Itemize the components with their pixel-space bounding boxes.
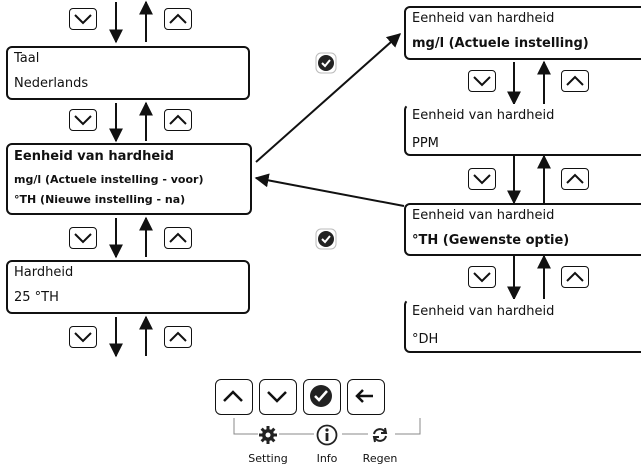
up-button[interactable] — [561, 266, 589, 288]
info-label: Info — [316, 452, 338, 465]
option-value: °TH (Gewenste optie) — [412, 233, 570, 248]
keypad-up-button[interactable] — [215, 379, 253, 415]
taal-title: Taal — [14, 51, 40, 66]
up-button[interactable] — [164, 109, 192, 131]
down-button[interactable] — [69, 227, 97, 249]
check-icon — [315, 228, 337, 250]
chevron-up-icon — [169, 13, 187, 24]
up-arrow-icon — [223, 390, 243, 402]
option-title: Eenheid van hardheid — [412, 208, 555, 223]
return-arrow — [254, 173, 405, 207]
confirm-arrow — [255, 33, 402, 163]
down-button[interactable] — [69, 109, 97, 131]
chevron-down-icon — [473, 272, 491, 283]
down-button[interactable] — [69, 8, 97, 30]
hardheid-value: 25 °TH — [14, 290, 59, 305]
chevron-down-icon — [74, 233, 92, 244]
chevron-up-icon — [169, 114, 187, 125]
down-button[interactable] — [468, 70, 496, 92]
chevron-down-icon — [74, 115, 92, 126]
chevron-up-icon — [566, 75, 584, 86]
regen-icon — [372, 427, 388, 443]
up-button[interactable] — [164, 8, 192, 30]
up-button[interactable] — [164, 326, 192, 348]
chevron-down-icon — [473, 174, 491, 185]
chevron-down-icon — [473, 76, 491, 87]
up-button[interactable] — [164, 227, 192, 249]
keypad-back-button[interactable] — [347, 379, 385, 415]
check-icon — [315, 52, 337, 74]
eenheid-new: °TH (Nieuwe instelling - na) — [14, 193, 186, 206]
info-icon — [316, 424, 338, 446]
regen-label: Regen — [362, 452, 398, 465]
option-mgl-box: Eenheid van hardheid mg/l (Actuele inste… — [404, 6, 641, 60]
chevron-up-icon — [169, 331, 187, 342]
eenheid-title: Eenheid van hardheid — [14, 149, 174, 164]
eenheid-box: Eenheid van hardheid mg/l (Actuele inste… — [6, 143, 252, 215]
up-button[interactable] — [561, 70, 589, 92]
option-title: Eenheid van hardheid — [412, 11, 555, 26]
option-dh-box: Eenheid van hardheid °DH — [404, 299, 641, 353]
option-ppm-box: Eenheid van hardheid PPM — [404, 104, 641, 156]
keypad-check-button[interactable] — [303, 379, 341, 415]
hardheid-title: Hardheid — [14, 265, 74, 280]
chevron-up-icon — [566, 271, 584, 282]
down-button[interactable] — [468, 168, 496, 190]
keypad-down-button[interactable] — [259, 379, 297, 415]
setting-label: Setting — [248, 452, 288, 465]
hardheid-box: Hardheid 25 °TH — [6, 260, 250, 314]
chevron-down-icon — [74, 14, 92, 25]
option-value: mg/l (Actuele instelling) — [412, 36, 589, 51]
down-arrow-icon — [267, 391, 287, 403]
option-th-box: Eenheid van hardheid °TH (Gewenste optie… — [404, 203, 641, 256]
back-arrow-icon — [355, 389, 373, 403]
down-button[interactable] — [468, 266, 496, 288]
chevron-down-icon — [74, 332, 92, 343]
taal-box: Taal Nederlands — [6, 46, 250, 100]
chevron-up-icon — [566, 173, 584, 184]
option-value: PPM — [412, 136, 439, 151]
option-title: Eenheid van hardheid — [412, 304, 555, 319]
option-value: °DH — [412, 332, 439, 347]
taal-value: Nederlands — [14, 76, 89, 91]
eenheid-current: mg/l (Actuele instelling - voor) — [14, 173, 204, 186]
gear-icon — [259, 426, 277, 444]
option-title: Eenheid van hardheid — [412, 108, 555, 123]
check-icon — [310, 385, 332, 407]
chevron-up-icon — [169, 232, 187, 243]
up-button[interactable] — [561, 168, 589, 190]
down-button[interactable] — [69, 326, 97, 348]
